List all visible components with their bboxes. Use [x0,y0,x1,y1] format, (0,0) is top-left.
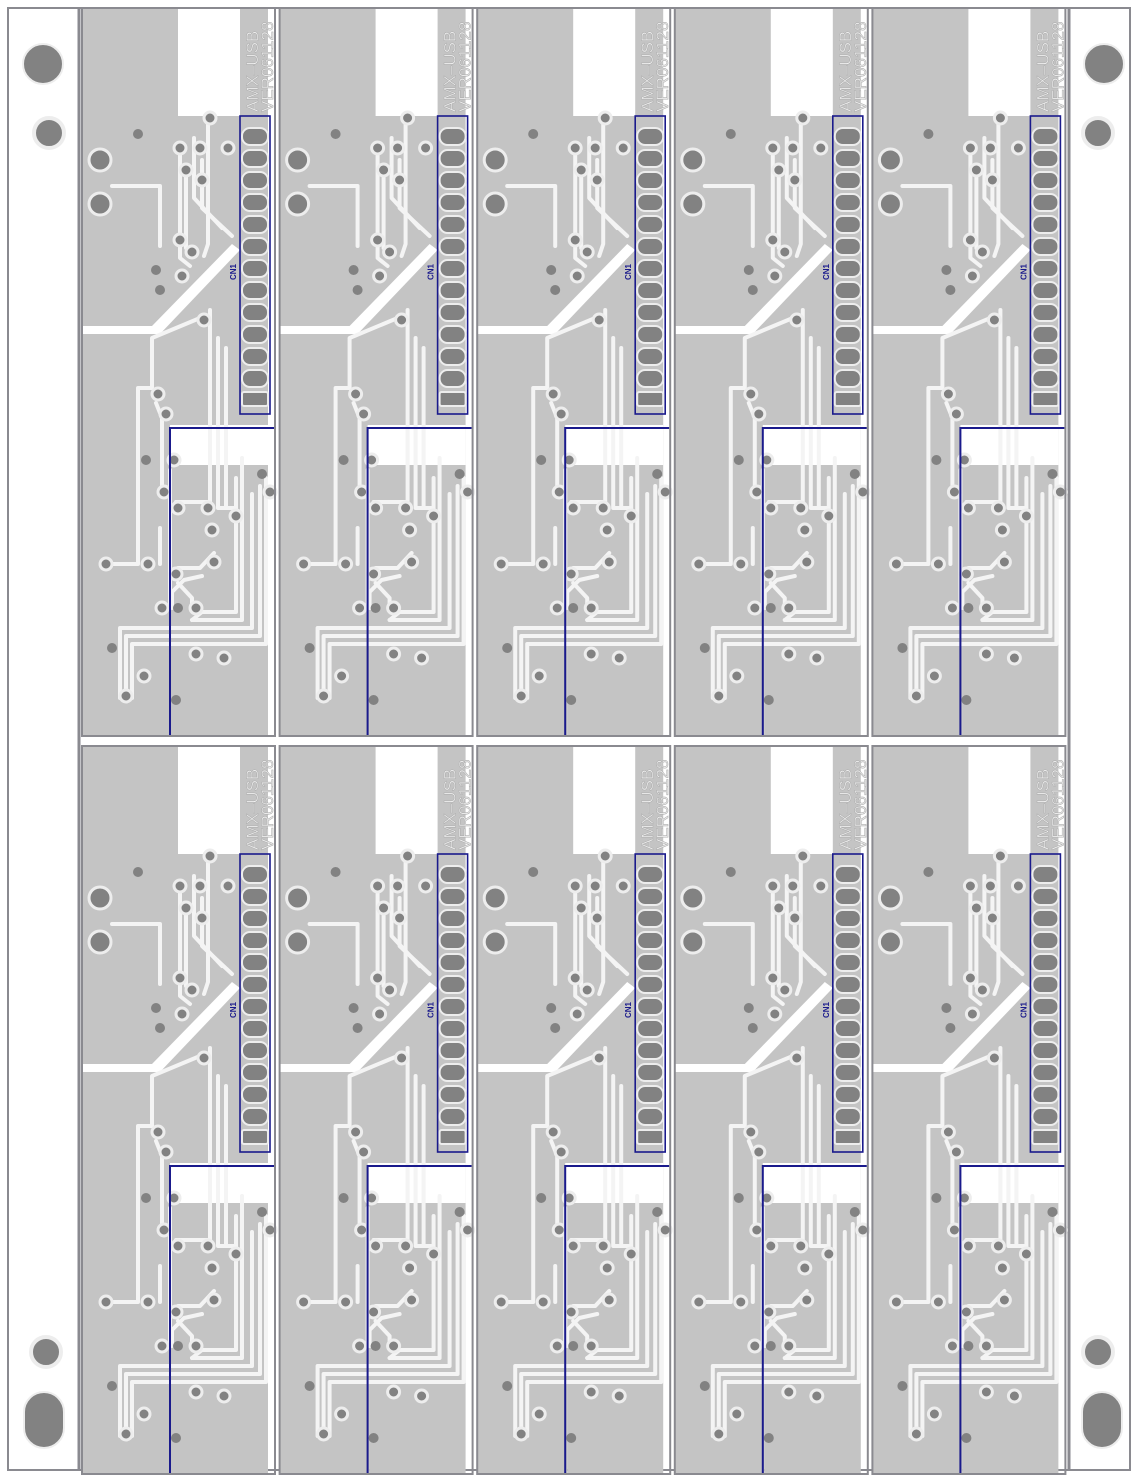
board-title-line1: AMX–USB [441,769,460,850]
mounting-hole-icon [1081,116,1115,150]
board-title-line2: VER061128 [653,760,672,850]
connector-label: CN1 [624,1001,633,1018]
panel-grid: AMX–USBVER061128CN1AMX–USBVER061128CN1AM… [80,6,1069,1476]
board-title-line2: VER061128 [258,760,277,850]
board-title-line2: VER061128 [653,22,672,112]
board-title-line1: AMX–USB [1033,769,1052,850]
board-title-label: AMX–USBVER061128 [638,760,672,850]
board-title-line1: AMX–USB [638,31,657,112]
connector-label: CN1 [427,263,436,280]
board-title-line1: AMX–USB [1033,31,1052,112]
board-title-line2: VER061128 [851,22,870,112]
connector-label: CN1 [229,263,238,280]
board-title-line1: AMX–USB [243,31,262,112]
left-rail-holes [22,43,66,1449]
board-title-line2: VER061128 [1048,760,1067,850]
connector-label: CN1 [1019,263,1028,280]
board-title-label: AMX–USBVER061128 [638,22,672,112]
board-title-line2: VER061128 [456,22,475,112]
connector-label: CN1 [822,1001,831,1018]
board-title-line1: AMX–USB [638,769,657,850]
mounting-hole-icon [29,1335,63,1369]
connector-label: CN1 [822,263,831,280]
board-title-line2: VER061128 [851,760,870,850]
board-title-line1: AMX–USB [441,31,460,112]
board-title-line1: AMX–USB [836,31,855,112]
board-title-line2: VER061128 [456,760,475,850]
board-title-line1: AMX–USB [836,769,855,850]
connector-label: CN1 [624,263,633,280]
mounting-hole-icon [32,116,66,150]
board-title-label: AMX–USBVER061128 [836,22,870,112]
board-title-label: AMX–USBVER061128 [441,760,475,850]
connector-label: CN1 [1019,1001,1028,1018]
board-title-label: AMX–USBVER061128 [1033,22,1067,112]
mounting-hole-icon [1083,43,1125,85]
connector-label: CN1 [427,1001,436,1018]
board-title-line2: VER061128 [1048,22,1067,112]
right-rail-holes [1081,43,1125,1449]
mounting-hole-icon [1081,1335,1115,1369]
board-title-label: AMX–USBVER061128 [1033,760,1067,850]
board-title-label: AMX–USBVER061128 [243,760,277,850]
board-title-label: AMX–USBVER061128 [243,22,277,112]
slot-hole-icon [1081,1391,1123,1449]
board-title-label: AMX–USBVER061128 [836,760,870,850]
board-title-line1: AMX–USB [243,769,262,850]
mounting-hole-icon [22,43,64,85]
board-title-line2: VER061128 [258,22,277,112]
connector-label: CN1 [229,1001,238,1018]
slot-hole-icon [23,1391,65,1449]
board-title-label: AMX–USBVER061128 [441,22,475,112]
